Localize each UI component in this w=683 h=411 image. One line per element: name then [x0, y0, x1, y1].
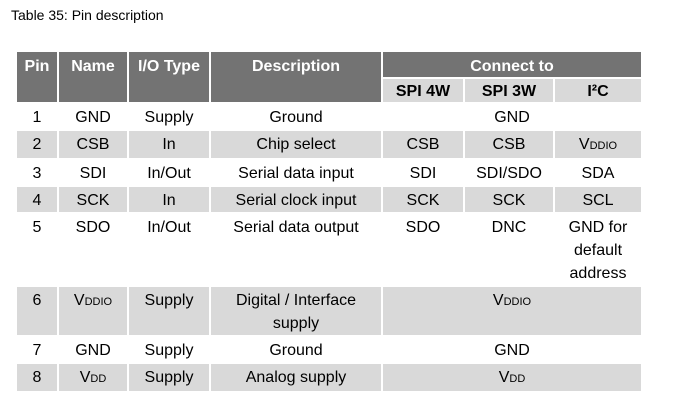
cell-i2c: SDA: [555, 160, 641, 185]
cell-description: Digital / Interface supply: [211, 287, 381, 335]
cell-name: GND: [59, 104, 127, 129]
cell-connect-sub: DD: [509, 373, 526, 385]
cell-i2c: GND for default address: [555, 214, 641, 285]
cell-description: Chip select: [211, 131, 381, 158]
header-name: Name: [59, 52, 127, 102]
header-connect-to: Connect to: [383, 52, 641, 77]
cell-spi3w: SDI/SDO: [465, 160, 553, 185]
cell-pin: 1: [17, 104, 57, 129]
table-row: 2 CSB In Chip select CSB CSB VDDIO: [17, 131, 641, 158]
cell-io-type: Supply: [129, 287, 209, 335]
cell-spi3w: CSB: [465, 131, 553, 158]
cell-description-line: supply: [272, 315, 320, 332]
cell-io-type: In: [129, 187, 209, 212]
table-row: 5 SDO In/Out Serial data output SDO DNC …: [17, 214, 641, 285]
cell-io-type: In: [129, 131, 209, 158]
cell-description: Serial data input: [211, 160, 381, 185]
cell-io-type: In/Out: [129, 160, 209, 185]
cell-name: VDD: [59, 364, 127, 391]
cell-connect: GND: [383, 337, 641, 362]
cell-i2c: SCL: [555, 187, 641, 212]
header-io-type: I/O Type: [129, 52, 209, 102]
table-row: 7 GND Supply Ground GND: [17, 337, 641, 362]
cell-name-sub: DDIO: [84, 296, 113, 308]
cell-connect: GND: [383, 104, 641, 129]
cell-pin: 4: [17, 187, 57, 212]
cell-pin: 3: [17, 160, 57, 185]
cell-description-line: Digital / Interface: [235, 292, 357, 309]
cell-description: Serial clock input: [211, 187, 381, 212]
header-spi3w: SPI 3W: [465, 79, 553, 102]
cell-pin: 8: [17, 364, 57, 391]
cell-i2c-line: GND for: [568, 219, 628, 236]
cell-pin: 6: [17, 287, 57, 335]
cell-i2c-sub: DDIO: [589, 140, 618, 152]
cell-io-type: Supply: [129, 337, 209, 362]
cell-name-sub: DD: [90, 373, 107, 385]
header-pin: Pin: [17, 52, 57, 102]
cell-spi3w: DNC: [465, 214, 553, 285]
cell-pin: 2: [17, 131, 57, 158]
cell-name: SCK: [59, 187, 127, 212]
cell-spi4w: SDO: [383, 214, 463, 285]
cell-pin: 5: [17, 214, 57, 285]
cell-connect: VDD: [383, 364, 641, 391]
cell-i2c-line: default: [573, 242, 623, 259]
cell-description: Analog supply: [211, 364, 381, 391]
cell-name: SDI: [59, 160, 127, 185]
header-description: Description: [211, 52, 381, 102]
cell-description: Ground: [211, 337, 381, 362]
table-row: 4 SCK In Serial clock input SCK SCK SCL: [17, 187, 641, 212]
cell-connect-main: V: [498, 369, 510, 386]
cell-name: CSB: [59, 131, 127, 158]
cell-io-type: In/Out: [129, 214, 209, 285]
cell-io-type: Supply: [129, 364, 209, 391]
cell-spi4w: CSB: [383, 131, 463, 158]
cell-connect-main: V: [492, 292, 504, 309]
table-row: 3 SDI In/Out Serial data input SDI SDI/S…: [17, 160, 641, 185]
cell-name-main: V: [73, 292, 85, 309]
cell-description: Ground: [211, 104, 381, 129]
table-row: 8 VDD Supply Analog supply VDD: [17, 364, 641, 391]
cell-connect: VDDIO: [383, 287, 641, 335]
cell-pin: 7: [17, 337, 57, 362]
cell-name: GND: [59, 337, 127, 362]
pin-description-table: Pin Name I/O Type Description Connect to…: [15, 50, 643, 393]
table-row: 1 GND Supply Ground GND: [17, 104, 641, 129]
cell-name: SDO: [59, 214, 127, 285]
cell-name: VDDIO: [59, 287, 127, 335]
cell-i2c-line: address: [569, 265, 627, 282]
cell-connect-sub: DDIO: [503, 296, 532, 308]
table-caption: Table 35: Pin description: [11, 7, 164, 23]
cell-io-type: Supply: [129, 104, 209, 129]
cell-name-main: V: [79, 369, 91, 386]
cell-i2c: VDDIO: [555, 131, 641, 158]
cell-i2c-main: V: [578, 136, 590, 153]
header-spi4w: SPI 4W: [383, 79, 463, 102]
cell-spi3w: SCK: [465, 187, 553, 212]
cell-spi4w: SDI: [383, 160, 463, 185]
header-i2c: I²C: [555, 79, 641, 102]
cell-spi4w: SCK: [383, 187, 463, 212]
cell-description: Serial data output: [211, 214, 381, 285]
